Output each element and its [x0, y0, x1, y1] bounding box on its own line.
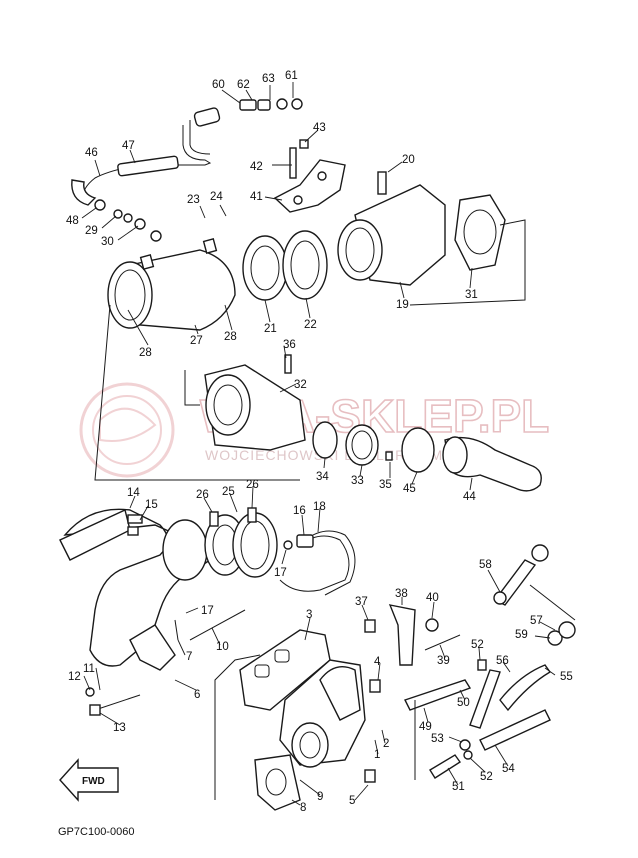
callout-12: 12	[68, 671, 81, 683]
callout-28-a: 28	[224, 331, 237, 343]
callout-17-a: 17	[274, 567, 287, 579]
cooling-hose	[279, 530, 356, 596]
callout-14: 14	[127, 487, 140, 499]
callout-43: 43	[313, 122, 326, 134]
assembly-outline	[94, 219, 526, 481]
studs-and-bolts	[85, 604, 461, 783]
leader-lines	[81, 82, 556, 806]
callout-49: 49	[419, 721, 432, 733]
callout-21: 21	[264, 323, 277, 335]
callout-7: 7	[186, 651, 192, 663]
callout-57: 57	[530, 615, 543, 627]
callout-26-b: 26	[246, 479, 259, 491]
callout-15: 15	[145, 499, 158, 511]
callout-63: 63	[262, 73, 275, 85]
callout-11: 11	[83, 663, 95, 675]
gaskets-21-22	[242, 230, 328, 301]
callout-48: 48	[66, 215, 79, 227]
callout-9: 9	[317, 791, 323, 803]
callout-19: 19	[396, 299, 409, 311]
callout-24: 24	[210, 191, 223, 203]
callout-2: 2	[383, 738, 389, 750]
diagram-code: GP7C100-0060	[58, 826, 134, 838]
exhaust-manifold	[214, 629, 366, 811]
callout-54: 54	[502, 763, 515, 775]
callout-56: 56	[496, 655, 509, 667]
callout-37: 37	[355, 596, 368, 608]
callout-29: 29	[85, 225, 98, 237]
callout-34: 34	[316, 471, 329, 483]
callout-22: 22	[304, 319, 317, 331]
water-lock-32	[204, 354, 306, 451]
callout-8: 8	[300, 802, 306, 814]
forward-arrow: FWD	[59, 758, 119, 802]
gasket-31	[454, 194, 506, 271]
callout-28-b: 28	[139, 347, 152, 359]
callout-6: 6	[194, 689, 200, 701]
callout-18: 18	[313, 501, 326, 513]
breather-hose-assembly	[71, 98, 303, 242]
callout-3: 3	[306, 609, 312, 621]
callout-labels: 60 62 63 61 46 47 43 42 20 41 23 24 48 2…	[66, 70, 573, 814]
callout-4: 4	[374, 656, 381, 668]
callout-25: 25	[222, 486, 235, 498]
callout-20: 20	[402, 154, 415, 166]
callout-62: 62	[237, 79, 250, 91]
mounting-bracket	[273, 139, 346, 213]
muffler-assembly	[59, 507, 278, 667]
callout-41: 41	[250, 191, 263, 203]
callout-45: 45	[403, 483, 416, 495]
callout-13: 13	[113, 722, 126, 734]
callout-23: 23	[187, 194, 200, 206]
callout-5: 5	[349, 795, 355, 807]
fwd-label: FWD	[82, 776, 105, 787]
callout-60: 60	[212, 79, 225, 91]
callout-59: 59	[515, 629, 528, 641]
exhaust-pipe-27	[107, 238, 236, 331]
callout-17-b: 17	[201, 605, 214, 617]
silencer-body	[337, 171, 446, 286]
callout-26-a: 26	[196, 489, 209, 501]
callout-32: 32	[294, 379, 307, 391]
callout-16: 16	[293, 505, 306, 517]
callout-40: 40	[426, 592, 439, 604]
callout-39: 39	[437, 655, 450, 667]
callout-10: 10	[216, 641, 229, 653]
callout-47: 47	[122, 140, 135, 152]
callout-42: 42	[250, 161, 263, 173]
callout-31: 31	[465, 289, 478, 301]
callout-38: 38	[395, 588, 408, 600]
callout-61: 61	[285, 70, 298, 82]
callout-52-b: 52	[480, 771, 493, 783]
callout-52-a: 52	[471, 639, 484, 651]
callout-46: 46	[85, 147, 98, 159]
callout-55: 55	[560, 671, 573, 683]
callout-33: 33	[351, 475, 364, 487]
callout-36: 36	[283, 339, 296, 351]
callout-35: 35	[379, 479, 392, 491]
callout-1: 1	[374, 749, 380, 761]
water-hose-fittings	[404, 544, 576, 780]
callout-58: 58	[479, 559, 492, 571]
callout-53: 53	[431, 733, 444, 745]
callout-27: 27	[190, 335, 203, 347]
callout-51: 51	[452, 781, 465, 793]
callout-50: 50	[457, 697, 470, 709]
callout-44: 44	[463, 491, 476, 503]
callout-30: 30	[101, 236, 114, 248]
